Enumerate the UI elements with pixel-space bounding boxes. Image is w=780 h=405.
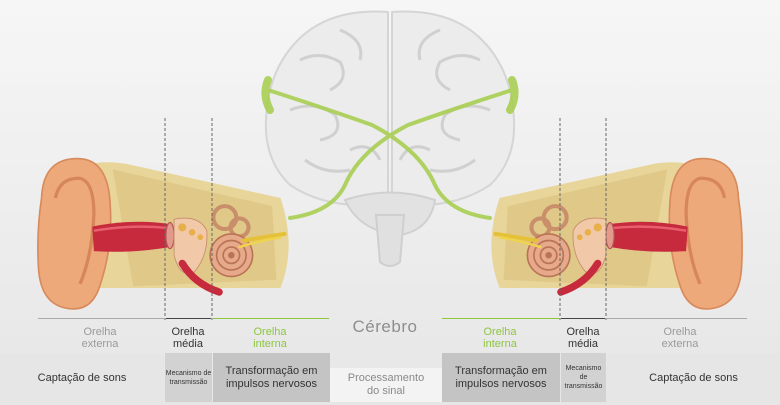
nerve-pathways [261,76,519,220]
anatomy-illustration [0,10,780,320]
brain-title: Cérebro [352,317,418,336]
middle-ear-underline-left [166,318,211,319]
section-dividers [164,118,607,320]
band-capture-left: Captação de sons [0,353,164,402]
outer-ear-underline-right [607,318,747,319]
inner-ear-underline-left [213,318,329,319]
middle-ear-underline-right [561,318,605,319]
band-capture-right: Captação de sons [607,353,780,402]
inner-ear-underline-right [442,318,559,319]
brain [264,10,516,267]
left-ear-illustration [38,159,289,309]
outer-ear-underline-left [38,318,164,319]
right-ear-illustration [491,159,742,309]
